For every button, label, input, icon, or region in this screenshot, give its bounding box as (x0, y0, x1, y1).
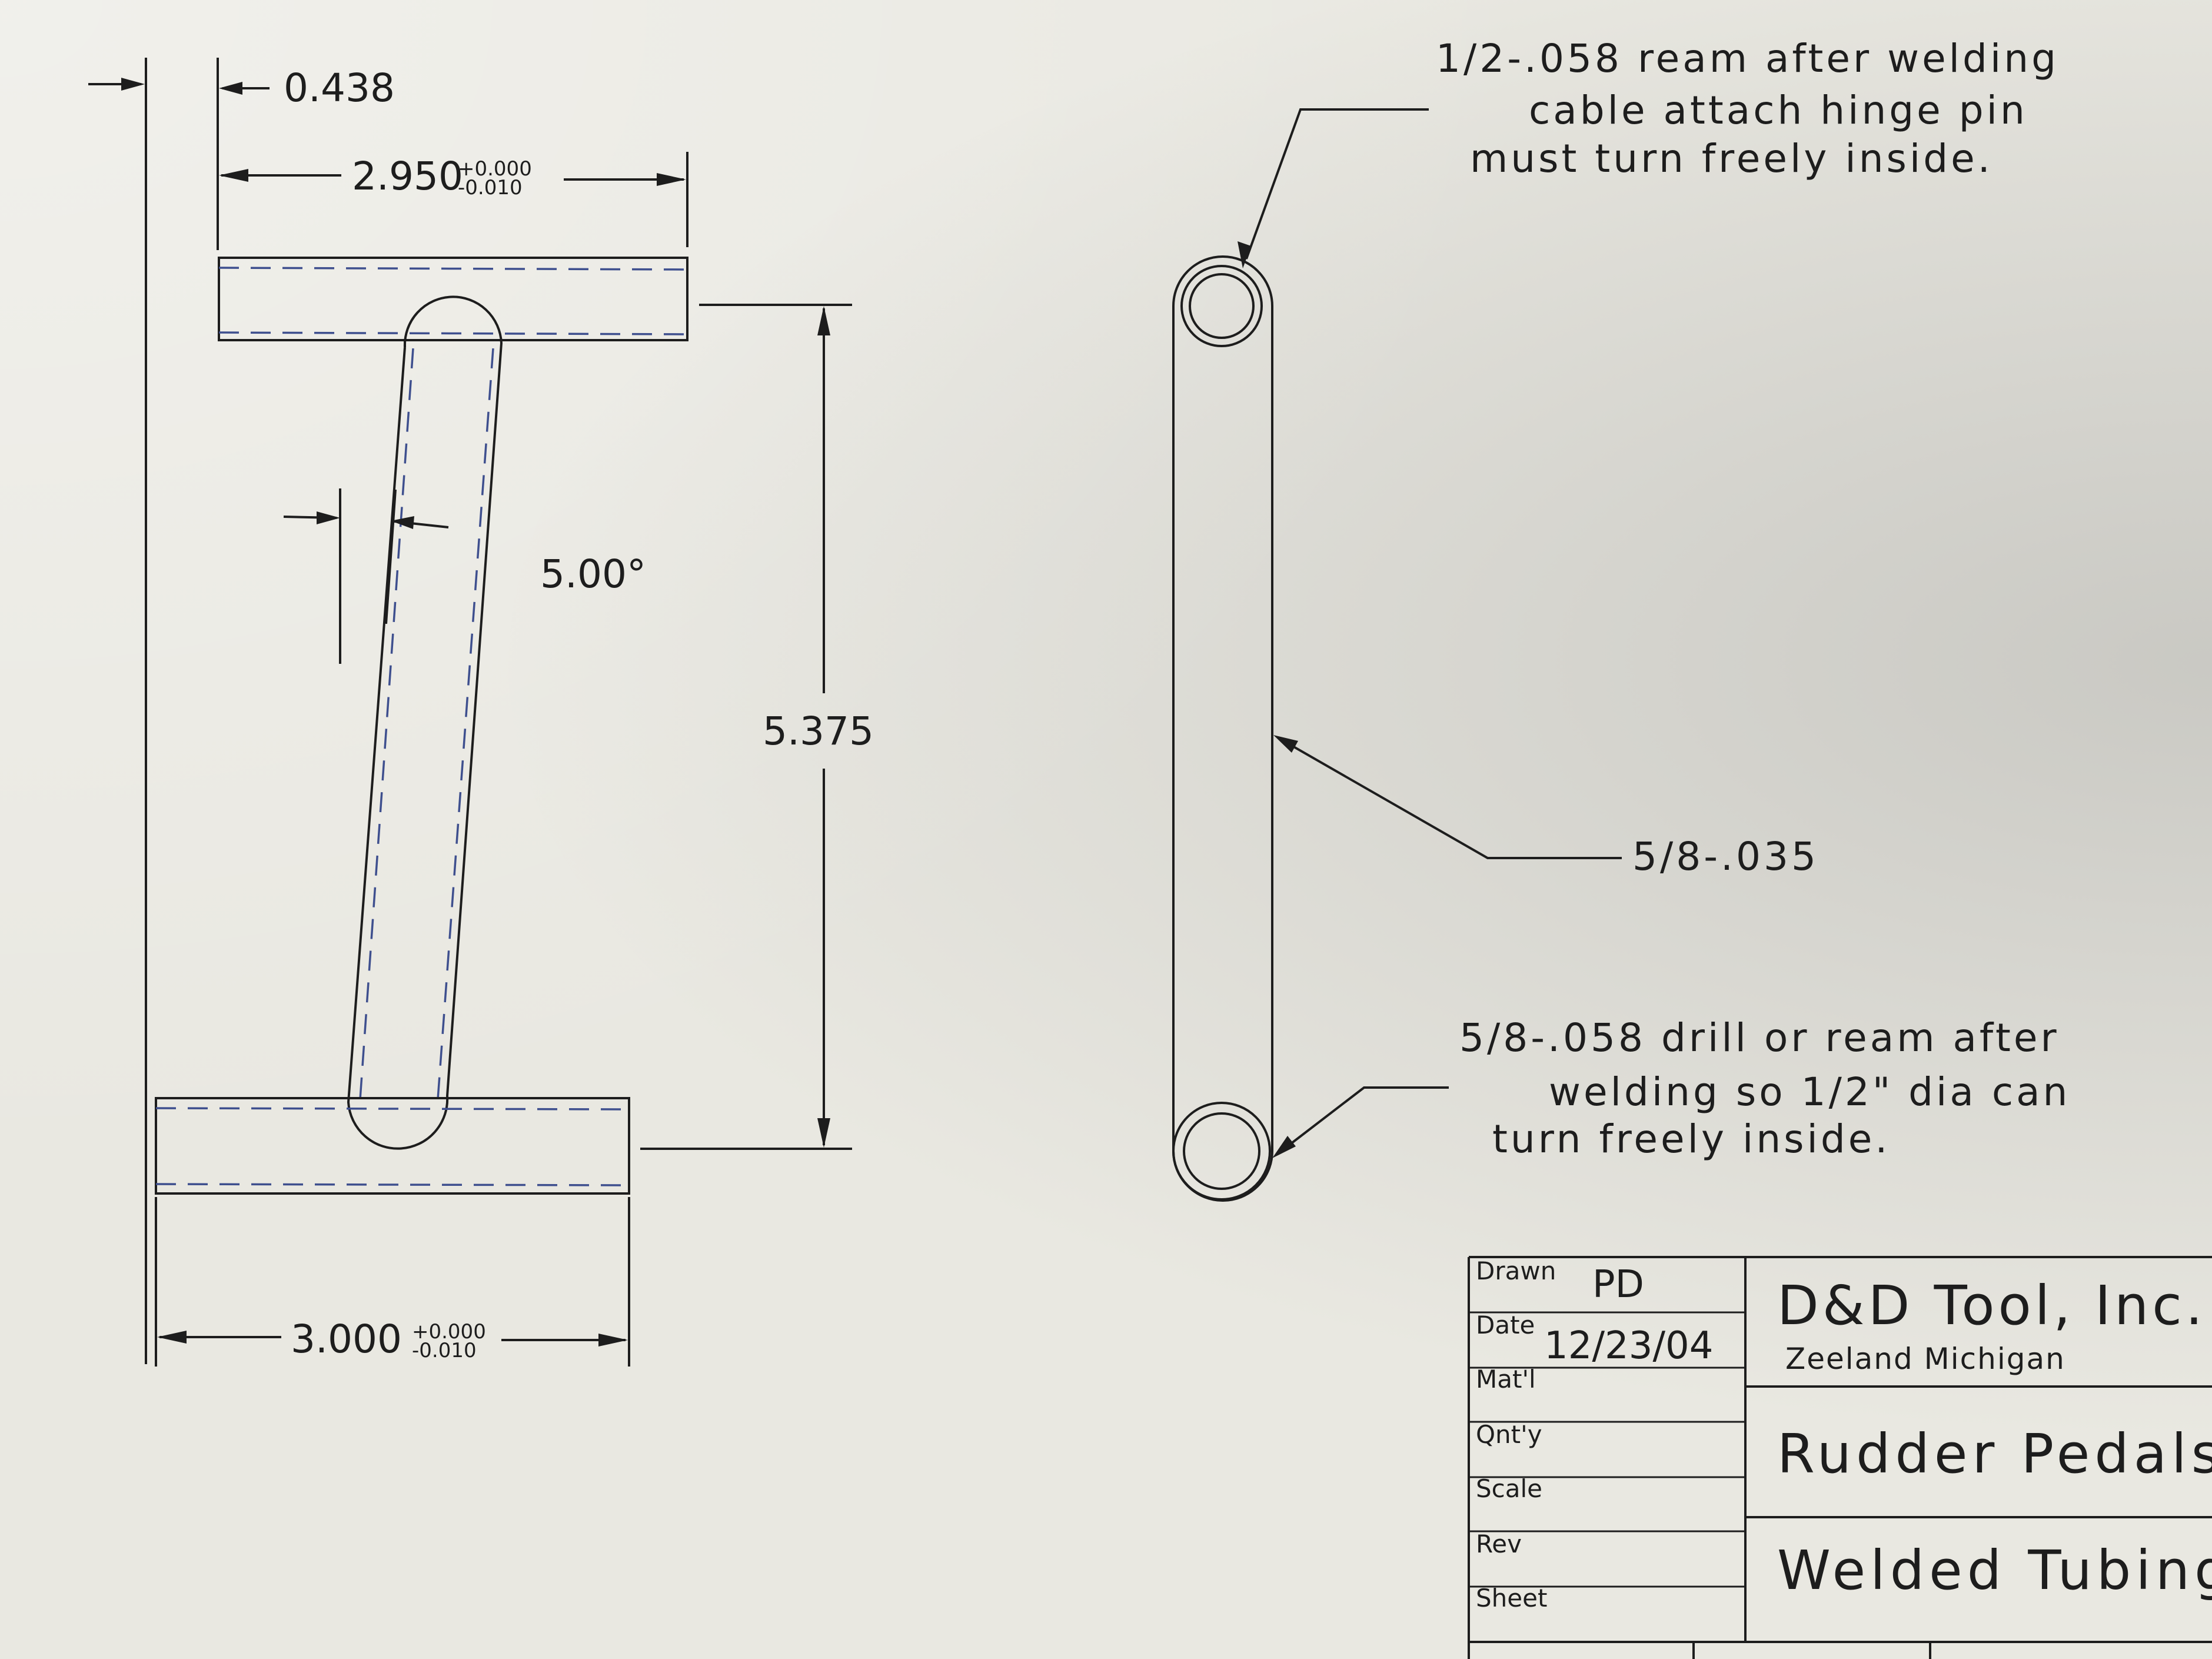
height-arrow-top (817, 306, 830, 335)
bottom-hole-note-line-3: turn freely inside. (1492, 1116, 1890, 1162)
top-hole-note-line-1: 1/2-.058 ream after welding (1436, 36, 2059, 81)
tube-leader-arrow (1273, 735, 1298, 753)
bottom-length-tol-lower: -0.010 (412, 1339, 477, 1362)
title-block: Drawn PD Date 12/23/04 Mat'l Qnt'y Scale… (1468, 1256, 2212, 1659)
bottom-length-arrow-left (157, 1331, 187, 1344)
top-tube-bore-lower (218, 331, 688, 335)
bottom-hole-note-line-1: 5/8-.058 drill or ream after (1459, 1015, 2060, 1060)
side-view (1172, 108, 1622, 1202)
angle-tube-line (385, 489, 397, 624)
drawn-value: PD (1592, 1263, 1644, 1306)
slanted-tube-bore-right (437, 348, 494, 1100)
slanted-tube (347, 295, 503, 1150)
tube-note: 5/8-.035 (1632, 834, 1819, 879)
top-hole-leader (1245, 108, 1429, 260)
scale-label: Scale (1476, 1474, 1542, 1503)
drawing-title: Rudder Pedals (1777, 1422, 2212, 1485)
top-hole-note-line-2: cable attach hinge pin (1529, 88, 2028, 133)
top-length-arrow-left (219, 169, 248, 182)
bottom-hole-note-line-2: welding so 1/2" dia can (1549, 1069, 2070, 1115)
material-label: Mat'l (1476, 1365, 1536, 1394)
top-length-tol-lower: -0.010 (458, 176, 523, 200)
top-length-arrow-right (657, 173, 686, 186)
sheet-label: Sheet (1476, 1584, 1547, 1613)
top-tube-bore-upper (218, 267, 688, 271)
angle-dimension: 5.00° (540, 551, 646, 597)
bottom-tube (155, 1097, 630, 1195)
bottom-hole-leader-arrow (1272, 1136, 1296, 1158)
date-value: 12/23/04 (1544, 1324, 1713, 1368)
offset-dimension: 0.438 (284, 65, 395, 111)
bottom-hole-inner (1183, 1112, 1260, 1190)
bottom-tube-bore-upper (155, 1107, 630, 1111)
angle-arrow-left (317, 511, 340, 524)
quantity-label: Qnt'y (1476, 1420, 1542, 1449)
bottom-length-tol-upper: +0.000 (412, 1320, 486, 1344)
company-name: D&D Tool, Inc. (1777, 1274, 2206, 1337)
top-hole-inner (1189, 273, 1255, 339)
bottom-length-arrow-right (598, 1334, 628, 1347)
height-dimension: 5.375 (763, 709, 874, 754)
height-arrow-bottom (817, 1118, 830, 1148)
drawing-subtitle: Welded Tubing (1777, 1539, 2212, 1602)
notes: 1/2-.058 ream after welding cable attach… (1436, 36, 2070, 1162)
top-hole-leader-arrow (1238, 241, 1251, 268)
side-tube-outline (1172, 255, 1273, 1202)
front-view: 0.438 2.950 +0.000 -0.010 5.00° 5.3 (88, 58, 874, 1367)
rev-label: Rev (1476, 1530, 1522, 1558)
top-length-tol-upper: +0.000 (458, 157, 532, 181)
bottom-hole-leader (1277, 1086, 1449, 1155)
bottom-tube-bore-lower (155, 1183, 630, 1186)
angle-arrow-right (391, 516, 414, 529)
tube-leader (1280, 738, 1622, 859)
bottom-hole-outer (1172, 1102, 1271, 1201)
top-hole-outer (1180, 265, 1263, 347)
company-location: Zeeland Michigan (1785, 1342, 2065, 1376)
slanted-tube-bore-left (359, 348, 414, 1100)
offset-arrow-right (219, 82, 242, 95)
top-length-dimension: 2.950 (352, 154, 463, 199)
offset-arrow-left (121, 78, 145, 91)
top-hole-note-line-3: must turn freely inside. (1470, 136, 1993, 181)
date-label: Date (1476, 1311, 1535, 1339)
bottom-length-dimension: 3.000 (291, 1316, 402, 1362)
top-tube (218, 257, 688, 341)
drawn-label: Drawn (1476, 1256, 1556, 1285)
